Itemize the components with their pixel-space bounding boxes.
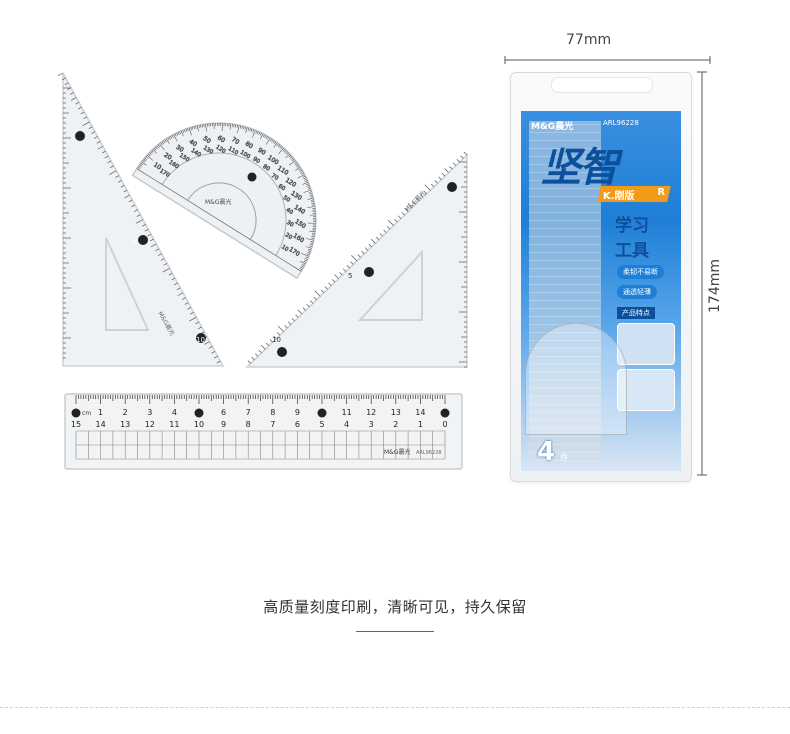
svg-text:10: 10 xyxy=(196,336,205,344)
ruler-bottom-number: 7 xyxy=(270,420,275,429)
feature-pill-1: 柔韧不易断 xyxy=(617,265,664,279)
protractor-outer-number: 90 xyxy=(257,147,267,157)
protractor-inner-number: 140 xyxy=(190,148,203,159)
package-category: 学习 工具 xyxy=(615,216,649,261)
protractor-inner-number: 150 xyxy=(178,153,191,164)
triangle-ruler-right: 5 10 M&G晨光 xyxy=(245,152,468,368)
ruler-bottom-number: 11 xyxy=(169,420,179,429)
svg-text:M&G晨光: M&G晨光 xyxy=(205,198,232,206)
package-protractor-window xyxy=(525,323,627,435)
protractor-inner-number: 130 xyxy=(202,145,215,156)
ruler-bottom-number: 14 xyxy=(96,420,106,429)
feature-image-1 xyxy=(617,323,675,365)
protractor-inner-number: 170 xyxy=(158,168,171,179)
ruler-bottom-number: 15 xyxy=(71,420,81,429)
svg-text:ARL96228: ARL96228 xyxy=(416,450,442,456)
bottom-dashed-divider xyxy=(0,707,790,708)
caption-text: 高质量刻度印刷，清晰可见，持久保留 xyxy=(263,598,527,616)
protractor-inner-number: 110 xyxy=(227,146,240,157)
protractor-inner-number: 50 xyxy=(282,195,292,204)
protractor-outer-number: 50 xyxy=(202,135,212,145)
protractor-inner-number: 20 xyxy=(284,232,294,241)
protractor-inner-number: 100 xyxy=(239,150,252,161)
ruler-top-number: 13 xyxy=(391,408,401,417)
ruler-top-number: 11 xyxy=(342,408,352,417)
package-count: 4 件 xyxy=(537,437,569,467)
ruler-bottom-number: 12 xyxy=(145,420,155,429)
ruler-top-number: 7 xyxy=(246,408,251,417)
ruler-top-number: 4 xyxy=(172,408,177,417)
ruler-bottom-number: 3 xyxy=(369,420,374,429)
protractor-outer-number: 40 xyxy=(188,138,198,148)
ruler-bottom-number: 6 xyxy=(295,420,300,429)
ruler-top-number: 12 xyxy=(366,408,376,417)
package-title: 坚智 xyxy=(541,145,619,191)
protractor-outer-number: 30 xyxy=(175,144,185,154)
protractor-inner-number: 10 xyxy=(280,244,290,253)
ruler-bottom-number: 10 xyxy=(194,420,204,429)
width-dimension-line xyxy=(504,56,711,64)
hang-tab xyxy=(551,77,653,93)
ruler-bottom-number: 0 xyxy=(442,420,447,429)
ruler-top-number: 8 xyxy=(270,408,275,417)
svg-text:5: 5 xyxy=(132,238,136,246)
protractor-outer-number: 60 xyxy=(216,134,226,144)
protractor-outer-number: 20 xyxy=(163,152,173,162)
height-dimension-label: 174mm xyxy=(707,259,723,313)
protractor-outer-number: 10 xyxy=(152,161,162,171)
product-package: M&G晨光 ARL96228 坚智 K.刚版 R 学习 工具 柔韧不易断 通透轻… xyxy=(510,72,692,482)
ruler-top-number: 6 xyxy=(221,408,226,417)
ruler-top-number: 9 xyxy=(295,408,300,417)
protractor-outer-number: 80 xyxy=(244,140,254,150)
protractor-inner-number: 120 xyxy=(214,144,227,155)
protractor-outer-number: 70 xyxy=(230,136,240,146)
ruler-bottom-number: 4 xyxy=(344,420,349,429)
protractor-inner-number: 30 xyxy=(285,220,295,229)
svg-text:5: 5 xyxy=(348,272,352,280)
protractor-inner-number: 90 xyxy=(252,156,262,165)
ruler-top-number: 3 xyxy=(147,408,152,417)
ruler-bottom-number: 5 xyxy=(319,420,324,429)
svg-text:M&G晨光: M&G晨光 xyxy=(384,448,411,456)
protractor-inner-number: 70 xyxy=(270,173,280,182)
protractor-inner-number: 40 xyxy=(285,207,295,216)
svg-text:10: 10 xyxy=(272,336,281,344)
ruler-bottom-number: 9 xyxy=(221,420,226,429)
ruler-bottom-number: 13 xyxy=(120,420,130,429)
protractor-inner-number: 160 xyxy=(168,160,181,171)
package-series-tag: K.刚版 R xyxy=(597,186,671,202)
width-dimension-label: 77mm xyxy=(566,32,612,48)
protractor-inner-number: 80 xyxy=(262,164,272,173)
ruler-bottom-number: 2 xyxy=(393,420,398,429)
feature-header: 产品特点 xyxy=(617,307,655,319)
caption-underline xyxy=(356,631,434,632)
ruler-bottom-number: 8 xyxy=(246,420,251,429)
triangle-ruler-left: 5 10 M&G晨光 xyxy=(58,72,225,367)
svg-text:cm: cm xyxy=(82,410,91,417)
ruler-top-number: 2 xyxy=(123,408,128,417)
height-dimension-line xyxy=(697,71,707,476)
ruler-bottom-number: 1 xyxy=(418,420,423,429)
package-brand: M&G晨光 xyxy=(531,122,574,132)
feature-pill-2: 通透轻薄 xyxy=(617,285,657,299)
package-model: ARL96228 xyxy=(603,119,639,127)
ruler-top-number: 14 xyxy=(415,408,425,417)
ruler-top-number: 1 xyxy=(98,408,103,417)
protractor-inner-number: 60 xyxy=(277,183,287,192)
